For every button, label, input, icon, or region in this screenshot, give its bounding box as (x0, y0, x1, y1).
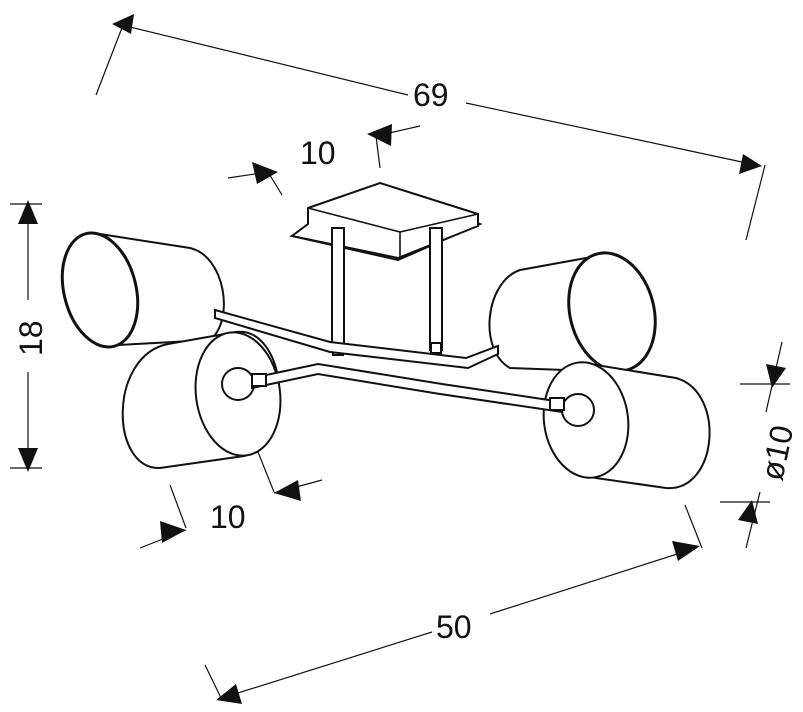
arrow-left-total (112, 14, 134, 34)
label-span: 50 (436, 609, 472, 645)
arrow-canopy-left (252, 162, 278, 184)
arrow-height-top (18, 200, 38, 224)
arrow-height-bottom (18, 448, 38, 472)
arrow-canopy-right (367, 124, 392, 146)
arrow-span-left (216, 684, 242, 704)
dimension-shade-diameter: ø10 (720, 341, 801, 549)
arrow-shade-left (160, 521, 186, 543)
dimension-canopy-width: 10 (227, 124, 421, 196)
label-height: 18 (13, 320, 49, 356)
arrow-diameter-bottom (738, 500, 758, 524)
label-canopy-width: 10 (300, 135, 336, 171)
lamp-drawing (60, 181, 711, 490)
shade-back-right (488, 251, 657, 374)
dimension-span: 50 (204, 504, 703, 704)
dimension-total-width: 69 (95, 14, 766, 241)
ceiling-canopy (289, 181, 483, 262)
arrow-diameter-top (766, 364, 786, 388)
dimension-height: 18 (10, 200, 49, 472)
label-total-width: 69 (413, 77, 449, 113)
socket-front-left (221, 367, 255, 401)
shade-back-left (60, 231, 225, 349)
shade-front-left (121, 330, 282, 470)
label-shade-length: 10 (210, 499, 246, 535)
arrow-shade-right (274, 480, 301, 501)
arrow-right-total (739, 154, 762, 174)
arm-back (214, 308, 499, 370)
dimension-shade-length: 10 (139, 451, 323, 549)
arrow-span-right (672, 541, 700, 561)
shade-front-right (542, 361, 711, 490)
arm-front (251, 362, 565, 414)
socket-front-right (561, 393, 595, 427)
label-shade-diameter: ø10 (754, 422, 801, 483)
